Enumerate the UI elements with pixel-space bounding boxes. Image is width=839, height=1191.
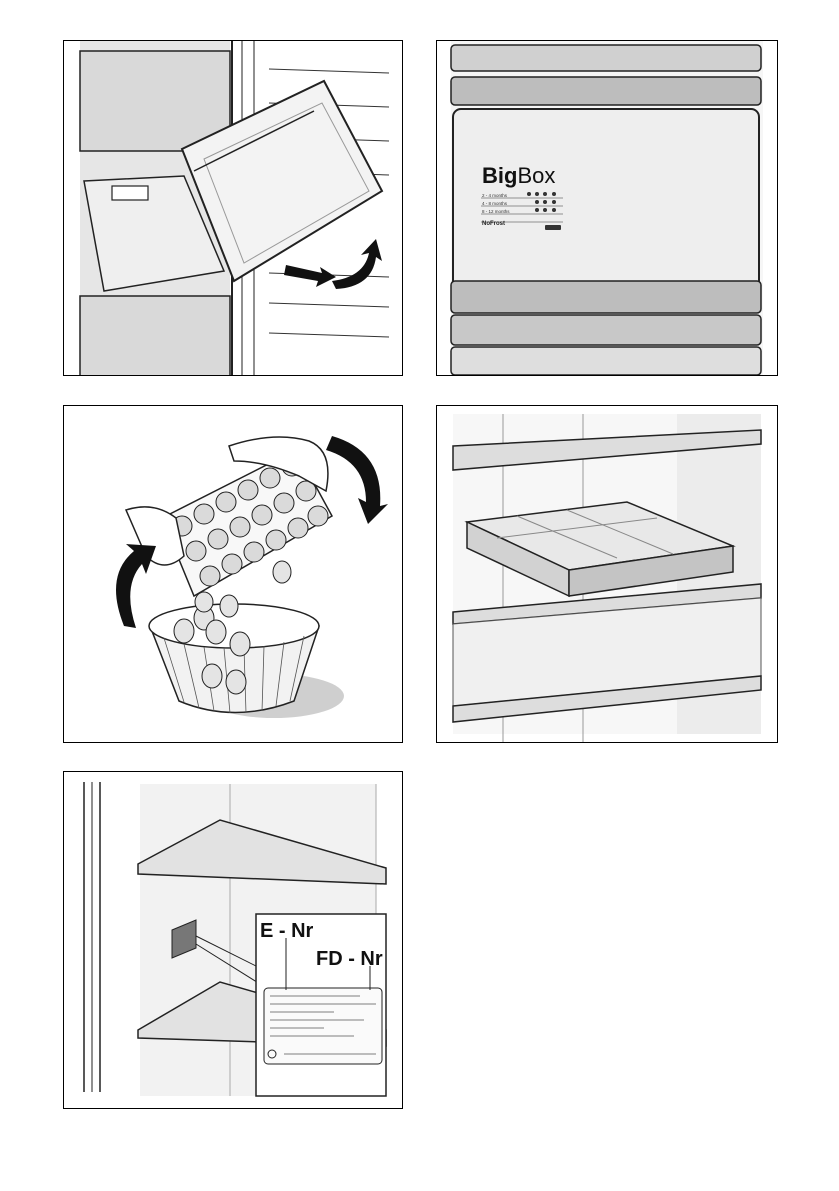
bigbox-illustration (450, 41, 763, 375)
drawer-removal-illustration (79, 41, 390, 375)
shelf-icon (452, 429, 762, 471)
hands-icon (124, 506, 185, 566)
rating-plate-illustration (83, 782, 387, 1097)
nofrost-label: NoFrost (482, 221, 505, 227)
shelf-tray-illustration (452, 414, 762, 742)
ice-tray-panel (63, 405, 403, 743)
rating-plate-panel: E - Nr FD - Nr (63, 771, 403, 1109)
bigbox-brand: BigBox (482, 163, 556, 188)
ice-tray-illustration (116, 436, 388, 718)
storage-row: 8 - 12 months (482, 209, 510, 214)
storage-row: 2 - 4 months (482, 193, 508, 198)
bigbox-panel: BigBox 2 - 4 months 4 - 8 months 8 - 12 … (436, 40, 778, 376)
storage-row: 4 - 8 months (482, 201, 508, 206)
arrow-lift-icon (332, 239, 382, 289)
e-nr-label: E - Nr (260, 920, 314, 942)
shelf-tray-panel (436, 405, 778, 743)
drawer-icon (83, 175, 226, 292)
arrow-rotate-icon (116, 544, 156, 628)
drawer-removal-panel (63, 40, 403, 376)
arrow-pull-icon (284, 265, 336, 287)
fd-nr-label: FD - Nr (316, 948, 383, 970)
